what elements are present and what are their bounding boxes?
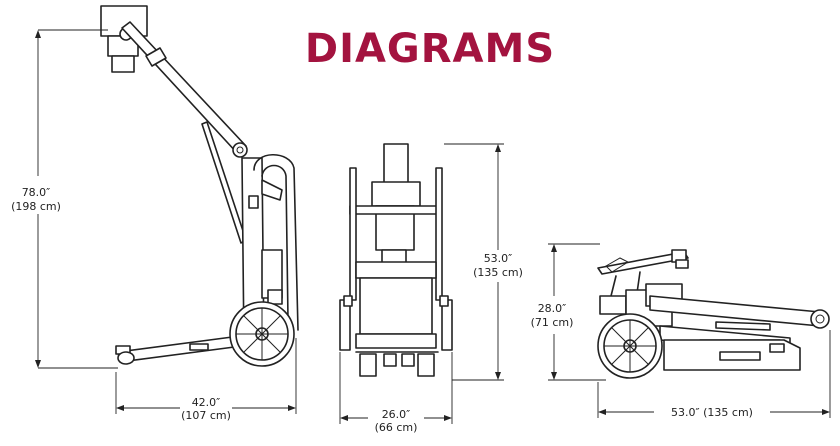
front-width-imperial: 26.0″ xyxy=(382,408,411,421)
side-base-metric: (107 cm) xyxy=(181,409,231,422)
front-width-metric: (66 cm) xyxy=(375,421,418,434)
front-view: 53.0″ (135 cm) 26.0″ (66 cm) xyxy=(339,143,523,434)
folded-length-label: 53.0″ (135 cm) xyxy=(671,406,753,419)
front-height-imperial: 53.0″ xyxy=(484,252,513,265)
side-base-imperial: 42.0″ xyxy=(192,396,221,409)
side-height-imperial: 78.0″ xyxy=(22,186,51,199)
page-title: DIAGRAMS xyxy=(304,26,556,72)
folded-height-metric: (71 cm) xyxy=(531,316,574,329)
folded-view: 28.0″ (71 cm) 53.0″ (135 cm) xyxy=(531,243,831,419)
side-height-metric: (198 cm) xyxy=(11,200,61,213)
side-view: 78.0″ (198 cm) 42.0″ (107 cm) xyxy=(11,5,299,422)
front-height-metric: (135 cm) xyxy=(473,266,523,279)
folded-height-imperial: 28.0″ xyxy=(538,302,567,315)
